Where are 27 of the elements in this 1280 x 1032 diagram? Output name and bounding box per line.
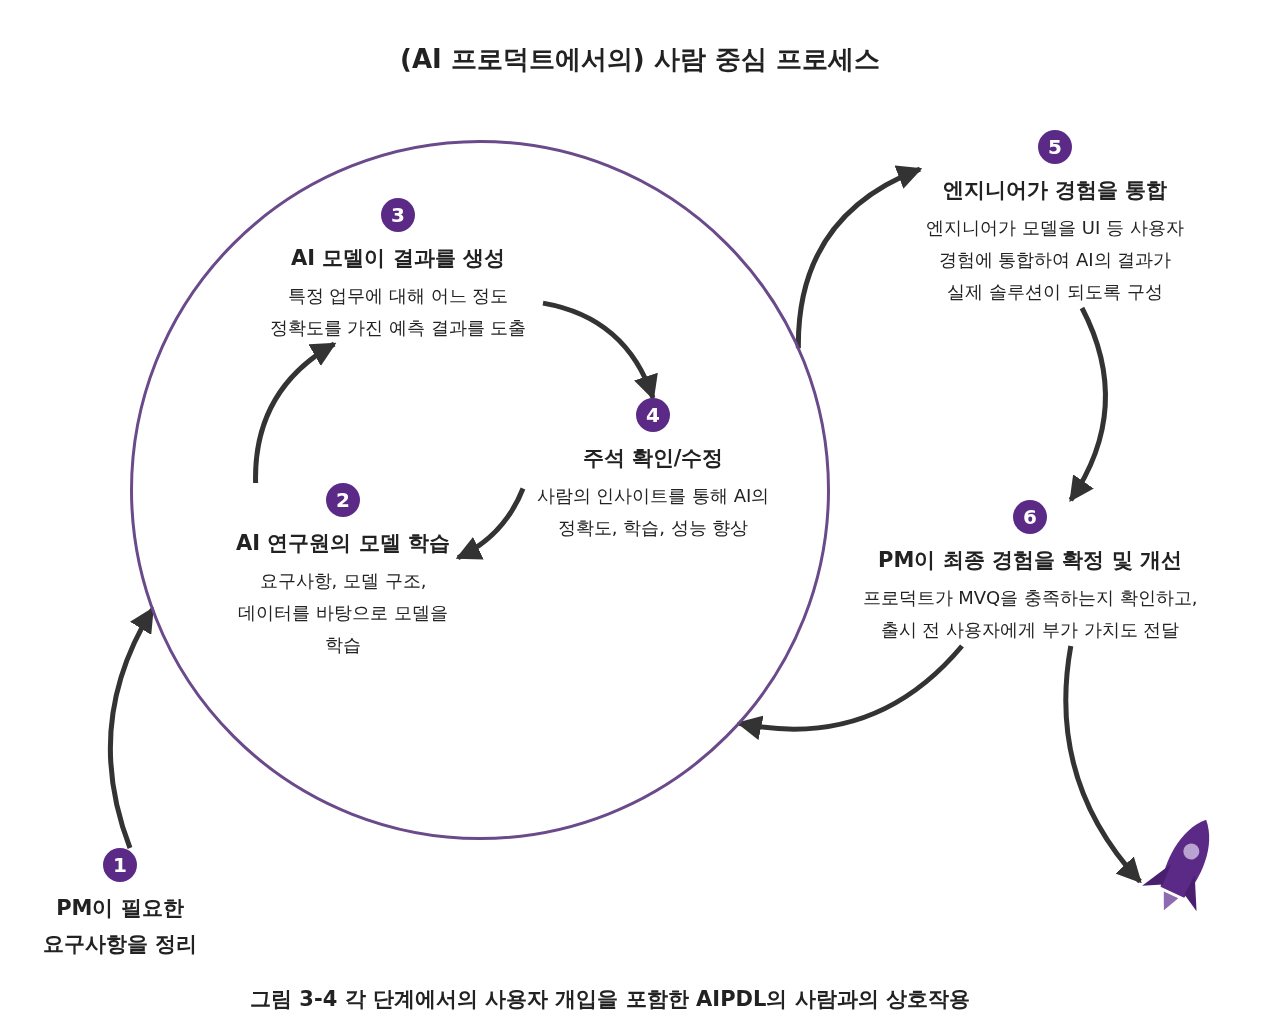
step-title: AI 모델이 결과를 생성 — [290, 245, 506, 272]
figure-caption: 그림 3-4 각 단계에서의 사용자 개입을 포함한 AIPDL의 사람과의 상호작용 — [250, 986, 970, 1013]
step-title: 엔지니어가 경험을 통합 — [941, 177, 1169, 204]
diagram-title: (AI 프로덕트에서의) 사람 중심 프로세스 — [399, 43, 881, 76]
step-description: 특정 업무에 대해 어느 정도 정확도를 가진 예측 결과를 도출 — [268, 284, 528, 340]
curved-arrow — [455, 487, 526, 561]
step-number: 4 — [636, 398, 670, 432]
step-title: AI 연구원의 모델 학습 — [235, 530, 451, 557]
step-number: 5 — [1038, 130, 1072, 164]
curved-arrow — [1063, 645, 1142, 884]
curved-arrow — [253, 341, 337, 484]
step-number: 3 — [381, 198, 415, 232]
curved-arrow — [107, 607, 155, 849]
step-description: 요구사항, 모델 구조, 데이터를 바탕으로 모델을 학습 — [237, 569, 449, 657]
step-title: PM이 필요한 요구사항을 정리 — [41, 895, 199, 958]
curved-arrow — [1068, 306, 1108, 503]
step-description: 사람의 인사이트를 통해 AI의 정확도, 학습, 성능 향상 — [535, 484, 771, 540]
curved-arrow — [542, 300, 657, 401]
step-description: 엔지니어가 모델을 UI 등 사용자 경험에 통합하여 AI의 결과가 실제 솔루션이 되도록 구성 — [925, 216, 1185, 304]
step-title: 주석 확인/수정 — [581, 445, 725, 472]
cycle-circle — [130, 140, 830, 840]
step-number: 6 — [1013, 500, 1047, 534]
step-number: 2 — [326, 483, 360, 517]
step-description: 프로덕트가 MVQ을 충족하는지 확인하고, 출시 전 사용자에게 부가 가치도 전달 — [861, 586, 1199, 642]
step-title: PM이 최종 경험을 확정 및 개선 — [877, 547, 1183, 574]
step-number: 1 — [103, 848, 137, 882]
curved-arrow — [795, 166, 923, 349]
